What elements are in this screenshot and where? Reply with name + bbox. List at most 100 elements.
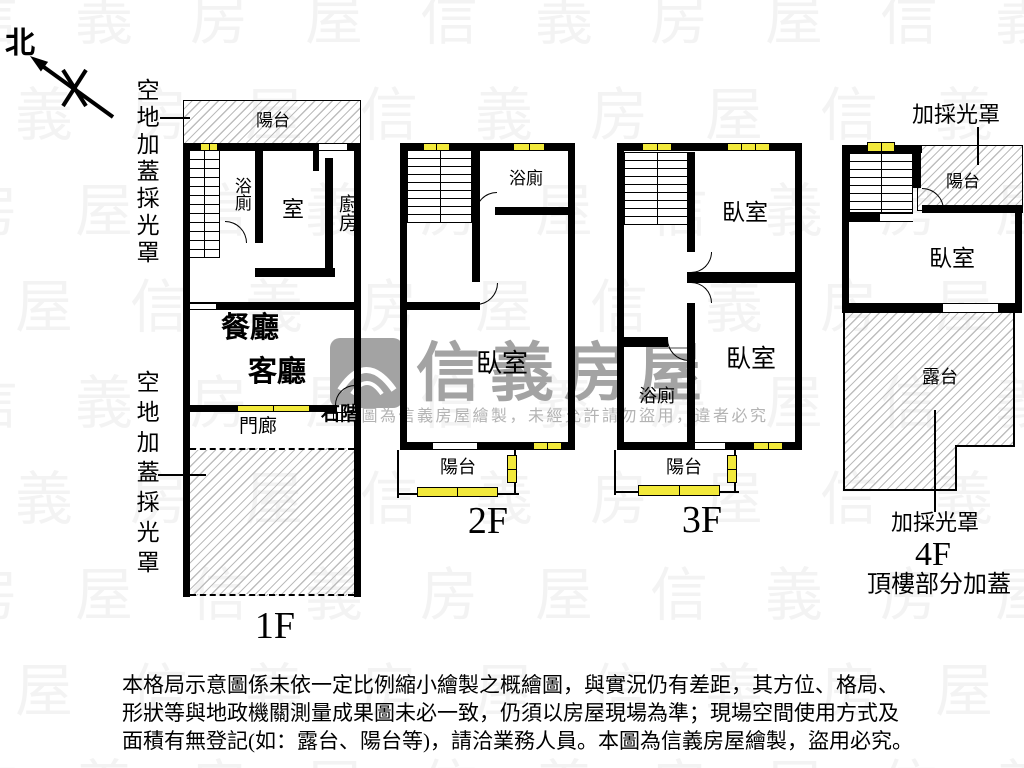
wall xyxy=(255,268,335,277)
watermark-brand: 信義房屋 xyxy=(416,338,712,410)
background-watermark-tile: 屋 xyxy=(995,548,1024,632)
wall-opening xyxy=(943,303,998,313)
background-watermark-tile: 信 xyxy=(0,0,18,56)
background-watermark-tile: 房 xyxy=(880,548,938,632)
background-watermark-tile: 房 xyxy=(0,164,18,248)
background-watermark-tile: 信 xyxy=(650,548,708,632)
f1-stone-steps-label: 石階 xyxy=(320,404,359,426)
window-icon xyxy=(237,405,310,412)
f1-floor-label: 1F xyxy=(254,605,296,648)
background-watermark-tile: 義 xyxy=(475,68,533,152)
background-watermark-tile: 義 xyxy=(535,356,593,440)
wall xyxy=(405,302,480,310)
wall xyxy=(354,143,361,597)
background-watermark-tile: 信 xyxy=(420,740,478,768)
wall xyxy=(495,207,575,215)
background-watermark-tile: 屋 xyxy=(765,0,823,56)
wall xyxy=(617,143,802,151)
f3-balcony-label: 陽台 xyxy=(666,456,702,477)
stairs-icon xyxy=(624,152,690,225)
f2-bath-label: 浴廁 xyxy=(509,169,543,189)
background-watermark-tile: 屋 xyxy=(305,740,363,768)
background-watermark-tile: 屋 xyxy=(15,644,73,728)
thin-wall xyxy=(1013,311,1015,447)
background-watermark-tile: 房 xyxy=(190,740,248,768)
window-icon xyxy=(867,142,895,152)
disclaimer-line-1: 本格局示意圖係未依一定比例縮小繪製之概繪圖，與實況仍有差距，其方位、格局、 xyxy=(122,672,899,697)
background-watermark-tile: 屋 xyxy=(765,740,823,768)
window-icon xyxy=(753,442,783,450)
thin-wall xyxy=(720,491,736,493)
wall xyxy=(472,150,480,282)
leader-line xyxy=(160,117,190,119)
wall xyxy=(998,303,1015,313)
f1-room-label: 室 xyxy=(281,197,304,223)
background-watermark-tile: 屋 xyxy=(75,548,133,632)
thin-wall xyxy=(614,450,616,495)
background-watermark-tile: 信 xyxy=(130,644,188,728)
background-watermark-tile: 信 xyxy=(130,260,188,344)
wall xyxy=(842,303,945,313)
leader-line xyxy=(977,127,979,165)
window-icon xyxy=(423,143,450,151)
background-watermark-tile: 屋 xyxy=(765,356,823,440)
f4-light-canopy-bottom-label: 加採光罩 xyxy=(890,510,979,536)
watermark-notice: 局圖為信義房屋繪製，未經允許請勿盜用，違者必究 xyxy=(343,407,769,425)
wall xyxy=(313,151,319,171)
window-icon xyxy=(513,143,545,151)
background-watermark-tile: 房 xyxy=(590,452,648,536)
background-watermark-tile: 屋 xyxy=(475,644,533,728)
wall xyxy=(400,143,575,151)
wall xyxy=(842,145,849,313)
thin-wall xyxy=(955,445,957,491)
wall xyxy=(183,143,190,597)
window-icon xyxy=(533,442,562,450)
background-watermark-tile: 屋 xyxy=(705,68,763,152)
background-watermark-tile: 屋 xyxy=(535,548,593,632)
background-watermark-tile: 屋 xyxy=(935,644,993,728)
background-watermark-tile: 義 xyxy=(705,260,763,344)
f1-balcony-label: 陽台 xyxy=(256,111,290,131)
f1-porch-label: 門廊 xyxy=(238,416,277,438)
f4-floor-label: 4F xyxy=(915,536,951,574)
wall xyxy=(1015,205,1022,313)
background-watermark-tile: 屋 xyxy=(305,0,363,56)
background-watermark-tile: 房 xyxy=(190,0,248,56)
background-watermark-tile: 房 xyxy=(650,740,708,768)
f1-yard-hatch xyxy=(190,448,354,596)
background-watermark-tile: 義 xyxy=(765,164,823,248)
wall xyxy=(687,152,695,252)
f4-light-canopy-top-label: 加採光罩 xyxy=(911,102,1000,128)
wall xyxy=(913,145,921,188)
wall xyxy=(687,272,695,283)
f3-bath-label: 浴廁 xyxy=(639,385,675,406)
background-watermark-tile: 房 xyxy=(820,644,878,728)
background-watermark-tile: 房 xyxy=(0,548,18,632)
leader-line xyxy=(158,474,206,476)
window-icon xyxy=(507,455,517,483)
wall xyxy=(400,143,407,450)
disclaimer-line-3: 面積有無登記(如：露台、陽台等)，請洽業務人員。本圖為信義房屋繪製，盜用必究。 xyxy=(122,728,913,753)
f2-floor-label: 2F xyxy=(467,500,509,543)
wall xyxy=(617,143,624,450)
window-icon xyxy=(638,485,720,496)
thin-wall xyxy=(397,450,399,498)
stairs-icon xyxy=(849,153,913,213)
f4-terrace-label: 露台 xyxy=(922,366,958,387)
annotation-open-land-canopy-bottom: 空地加蓋採光罩 xyxy=(133,370,159,580)
annotation-open-land-canopy-top: 空地加蓋採光罩 xyxy=(133,78,159,267)
background-watermark-tile: 屋 xyxy=(75,164,133,248)
stairs-icon xyxy=(188,150,220,258)
wall-opening xyxy=(319,143,347,151)
f2-bedroom-label: 臥室 xyxy=(475,349,528,379)
background-watermark-tile: 信 xyxy=(0,356,18,440)
background-watermark-tile: 義 xyxy=(535,0,593,56)
north-arrow-icon xyxy=(30,56,115,119)
wall xyxy=(687,303,695,442)
background-watermark-tile: 信 xyxy=(420,356,478,440)
leader-line xyxy=(934,410,936,512)
wall xyxy=(617,337,668,347)
background-watermark-tile: 房 xyxy=(590,68,648,152)
background-watermark-tile: 房 xyxy=(130,68,188,152)
